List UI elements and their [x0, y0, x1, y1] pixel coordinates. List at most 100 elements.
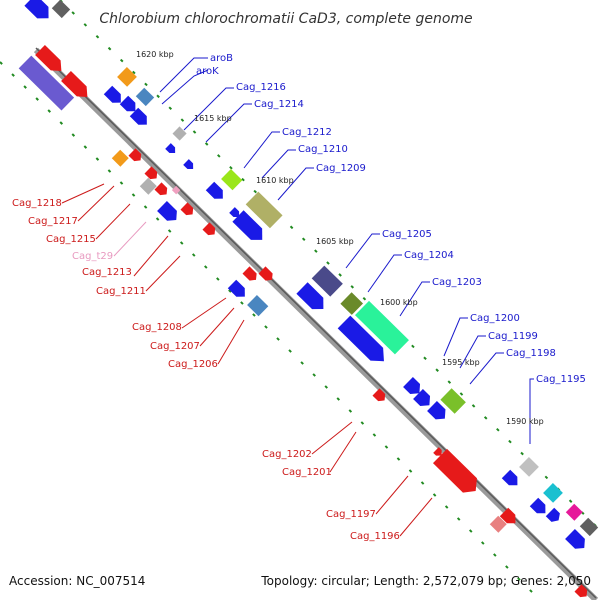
- map-title: Chlorobium chlorochromatii CaD3, complet…: [99, 11, 472, 27]
- gene-green-1198: [440, 388, 466, 414]
- gene-red-mid-2: [258, 266, 273, 281]
- scale-label: 1620 kbp: [136, 50, 174, 59]
- scale-label: 1610 kbp: [256, 176, 294, 185]
- gene-label: aroB: [210, 53, 233, 64]
- gene-label: Cag_t29: [72, 251, 113, 262]
- gene-blue-small-1: [165, 143, 176, 154]
- gene-red-1202: [372, 388, 386, 402]
- gene-blue-mid-2: [227, 279, 245, 297]
- gene-magenta: [565, 503, 583, 521]
- gene-blue-1200-c: [427, 401, 446, 420]
- gene-label: Cag_1215: [46, 234, 96, 245]
- scale-label: 1605 kbp: [316, 237, 354, 246]
- gene-label: Cag_1216: [236, 82, 286, 93]
- gene-blue-1195-b: [529, 497, 546, 514]
- gene-label: Cag_1214: [254, 99, 304, 110]
- gene-red-a: [35, 45, 62, 72]
- lower-labels: Cag_1218 Cag_1217 Cag_1215 Cag_t29 Cag_1…: [12, 198, 400, 542]
- gene-blue-long: [232, 210, 263, 240]
- gene-gray-small: [172, 126, 187, 141]
- scale-label: 1615 kbp: [194, 114, 232, 123]
- gene-pink-trna: [171, 185, 181, 195]
- tick-row-outer: [59, 0, 600, 531]
- gene-label: aroK: [196, 66, 219, 77]
- gene-slate: [311, 265, 343, 297]
- gene-violet-large: [18, 55, 75, 111]
- gene-pink-1196: [489, 515, 507, 533]
- scale-label: 1600 kbp: [380, 298, 418, 307]
- gene-blue-cluster-2: [337, 315, 384, 362]
- gene-label: Cag_1210: [298, 144, 348, 155]
- gene-red-low-3: [154, 182, 168, 196]
- trna-leader: [113, 221, 147, 257]
- gene-blue-mid: [205, 181, 223, 199]
- gene-label: Cag_1213: [82, 267, 132, 278]
- gene-lime: [221, 169, 243, 191]
- gene-blue-arob: [135, 87, 155, 107]
- gene-label: Cag_1218: [12, 198, 62, 209]
- gene-label: Cag_1200: [470, 313, 520, 324]
- gene-mint: [354, 300, 409, 355]
- gene-blue-1195-a: [501, 469, 518, 486]
- gene-label: Cag_1208: [132, 322, 182, 333]
- gene-label: Cag_1212: [282, 127, 332, 138]
- gene-blue-cluster-1: [296, 282, 324, 310]
- gene-label: Cag_1202: [262, 449, 312, 460]
- upper-leaders: [159, 57, 534, 444]
- gene-partial-top-left: [24, 0, 49, 19]
- gene-gray-edge: [579, 517, 599, 537]
- upper-labels: aroK aroB Cag_1216 Cag_1214 Cag_1212 Cag…: [196, 53, 586, 385]
- gene-red-low-4: [180, 202, 194, 216]
- gene-red-edge: [574, 584, 588, 598]
- gene-red-small-1197: [433, 447, 442, 456]
- gene-label: Cag_1211: [96, 286, 146, 297]
- gene-blue-1195-c: [545, 507, 560, 522]
- gene-label: Cag_1206: [168, 359, 218, 370]
- gene-cyan: [543, 483, 563, 503]
- scale-labels: 1620 kbp 1615 kbp 1610 kbp 1605 kbp 1600…: [136, 50, 544, 426]
- gene-label: Cag_1203: [432, 277, 482, 288]
- gene-label: Cag_1198: [506, 348, 556, 359]
- gene-label: Cag_1201: [282, 467, 332, 478]
- gene-olive: [245, 191, 283, 229]
- gene-partial-top-gray: [51, 0, 71, 19]
- scale-label: 1595 kbp: [442, 358, 480, 367]
- gene-orange-low: [111, 149, 129, 167]
- tick-row-inner: [0, 61, 541, 600]
- gene-blue-1: [103, 85, 121, 103]
- summary-text: Topology: circular; Length: 2,572,079 bp…: [260, 574, 591, 588]
- gene-label: Cag_1199: [488, 331, 538, 342]
- gene-label: Cag_1205: [382, 229, 432, 240]
- gene-label: Cag_1195: [536, 374, 586, 385]
- gene-red-low-5: [202, 222, 216, 236]
- gene-label: Cag_1207: [150, 341, 200, 352]
- accession-text: Accession: NC_007514: [9, 574, 145, 588]
- gene-blue-small-2: [183, 159, 194, 170]
- gene-label: Cag_1197: [326, 509, 376, 520]
- gene-red-low-1: [128, 148, 142, 162]
- gene-blue-low-1: [157, 201, 177, 221]
- gene-blue-small-3: [229, 207, 240, 218]
- gene-label: Cag_1196: [350, 531, 400, 542]
- gene-gray-1195: [519, 457, 539, 477]
- gene-blue-1200-b: [413, 389, 431, 407]
- lower-leaders: [61, 183, 433, 537]
- gene-red-mid-1: [242, 266, 257, 281]
- backbone: [33, 47, 599, 600]
- gene-gray-low: [139, 177, 157, 195]
- gene-red-1196: [499, 507, 516, 524]
- gene-orange-arok: [117, 67, 137, 87]
- gene-red-b: [61, 71, 88, 98]
- gene-blue-edge: [565, 529, 585, 549]
- gene-red-low-2: [144, 166, 158, 180]
- gene-label: Cag_1204: [404, 250, 454, 261]
- gene-label: Cag_1217: [28, 216, 78, 227]
- gene-blue-1200-a: [403, 377, 421, 395]
- gene-steel-mid: [247, 295, 269, 317]
- scale-label: 1590 kbp: [506, 417, 544, 426]
- gene-blue-3: [129, 107, 147, 125]
- features: [18, 0, 599, 598]
- gene-blue-2: [119, 95, 136, 112]
